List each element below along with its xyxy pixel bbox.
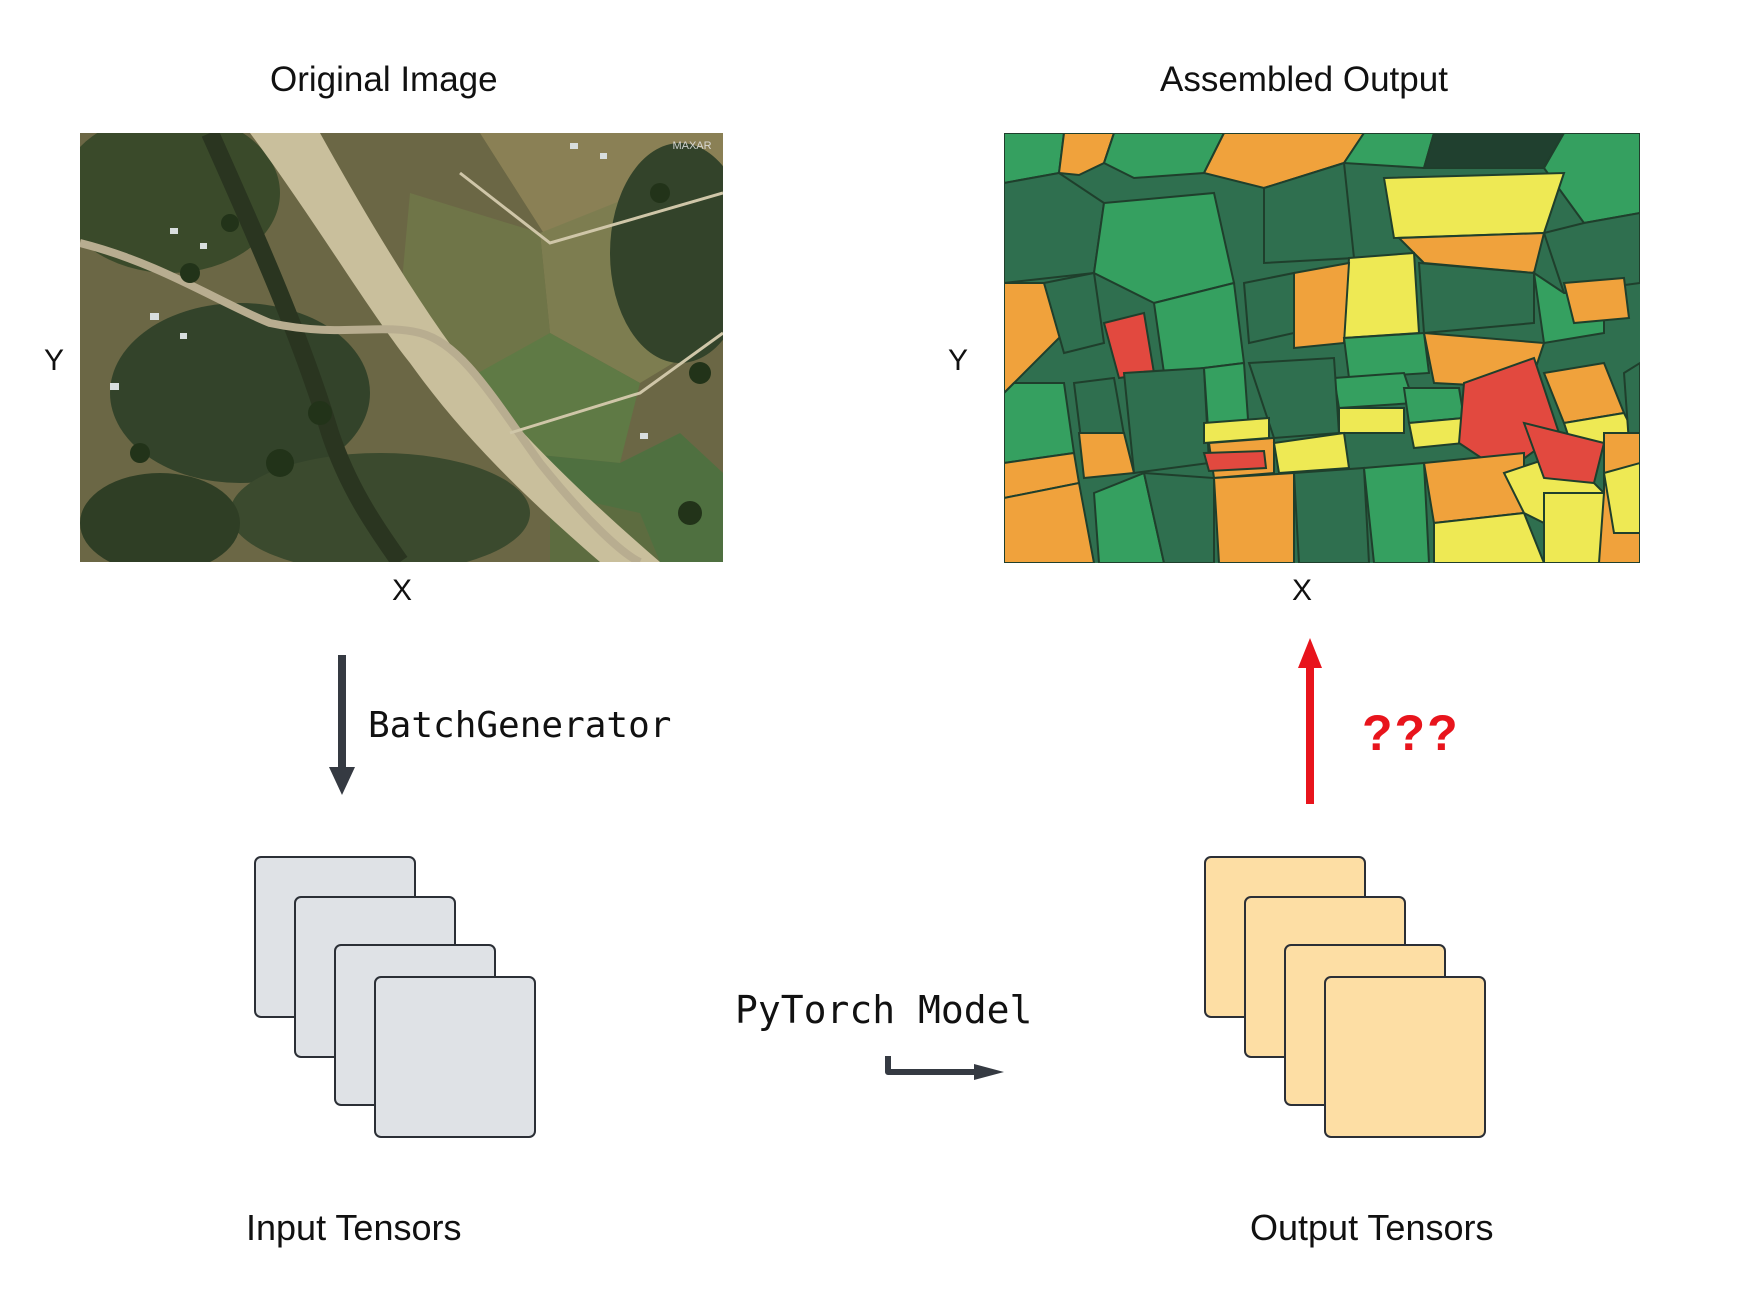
output-tensor-4 — [1324, 976, 1486, 1138]
batch-generator-label: BatchGenerator — [368, 705, 672, 746]
output-tensors-caption: Output Tensors — [1250, 1207, 1494, 1248]
unknown-step-label: ??? — [1362, 705, 1460, 761]
original-y-label: Y — [44, 344, 65, 377]
pytorch-model-arrow — [885, 1056, 1004, 1080]
satellite-image: MAXAR — [80, 133, 723, 562]
original-image-title: Original Image — [270, 60, 498, 99]
input-tensors-caption: Input Tensors — [246, 1207, 462, 1248]
batch-generator-arrow — [329, 655, 355, 795]
assembly-arrow — [1298, 638, 1322, 804]
input-tensor-4 — [374, 976, 536, 1138]
pytorch-model-label: PyTorch Model — [735, 988, 1033, 1032]
assembled-output-title: Assembled Output — [1160, 60, 1448, 99]
segmentation-map — [1004, 133, 1640, 563]
assembled-x-label: X — [1292, 574, 1313, 607]
original-x-label: X — [392, 574, 413, 607]
assembled-y-label: Y — [948, 344, 969, 377]
watermark-text: MAXAR — [672, 140, 711, 152]
